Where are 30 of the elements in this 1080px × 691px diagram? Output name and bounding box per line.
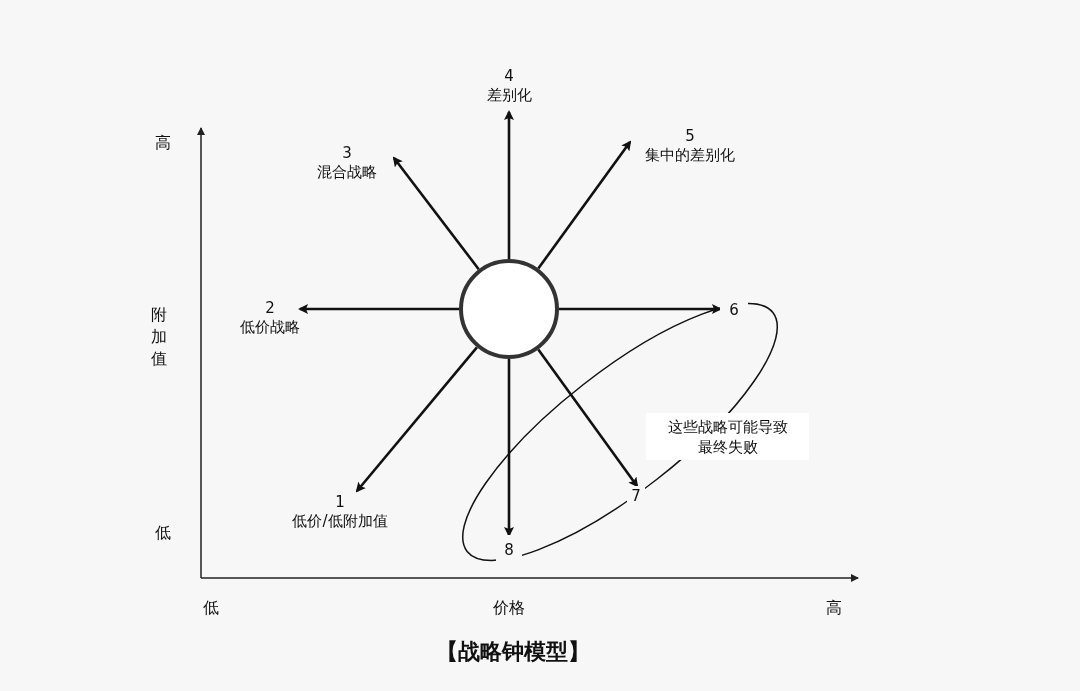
- axis-tick-label: 高: [826, 597, 842, 619]
- arrow: [355, 346, 478, 493]
- arrow: [392, 156, 480, 270]
- arrow: [537, 348, 639, 488]
- caption: 【战略钟模型】: [436, 638, 590, 666]
- strategy-label: 低价战略: [240, 318, 300, 337]
- strategy-label: 低价/低附加值: [292, 512, 388, 531]
- strategy-number: 5: [685, 127, 695, 146]
- strategy-label: 差别化: [486, 86, 532, 105]
- axis-tick-label: 高: [155, 132, 171, 154]
- strategy-number: 1: [335, 493, 345, 512]
- axis-title: 附加值: [150, 304, 168, 370]
- arrow: [559, 304, 722, 314]
- strategy-number: 6: [729, 300, 739, 320]
- arrow: [298, 304, 459, 314]
- strategy-number: 7: [631, 486, 641, 506]
- arrow: [504, 110, 514, 259]
- axis-title: 价格: [493, 597, 525, 619]
- strategy-label: 混合战略: [317, 163, 377, 182]
- strategy-number: 2: [265, 299, 275, 318]
- axis-tick-label: 低: [155, 522, 171, 544]
- strategy-label: 集中的差别化: [645, 146, 735, 165]
- strategy-number: 4: [504, 67, 514, 86]
- axis-tick-label: 低: [203, 597, 219, 619]
- arrow: [504, 359, 514, 537]
- strategy-number: 3: [342, 144, 352, 163]
- strategy-number: 8: [504, 540, 514, 560]
- arrow: [537, 140, 632, 270]
- center-circle: [459, 259, 559, 359]
- note-box: 这些战略可能导致最终失败: [646, 413, 809, 460]
